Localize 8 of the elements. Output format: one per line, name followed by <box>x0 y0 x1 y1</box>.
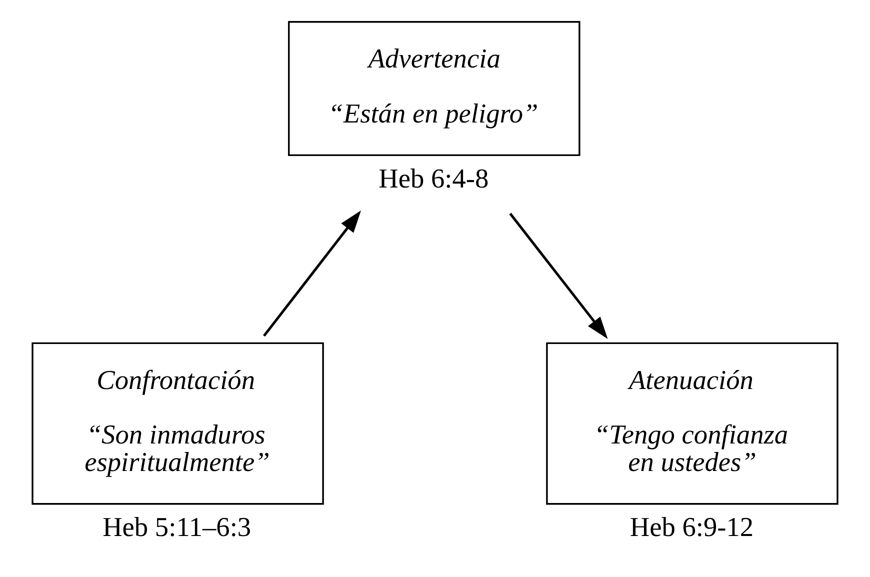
node-box: Atenuación “Tengo confianza en ustedes” <box>546 342 838 505</box>
node-label: Heb 6:4-8 <box>378 163 489 194</box>
node-label: Heb 6:9-12 <box>630 512 754 542</box>
node-box: Confrontación “Son inmaduros espiritualmente” <box>32 342 324 505</box>
node-box: Advertencia “Están en peligro” <box>288 21 580 156</box>
arrow <box>509 212 608 339</box>
node-label: Heb 5:11–6:3 <box>102 512 252 542</box>
arrow <box>263 210 361 337</box>
